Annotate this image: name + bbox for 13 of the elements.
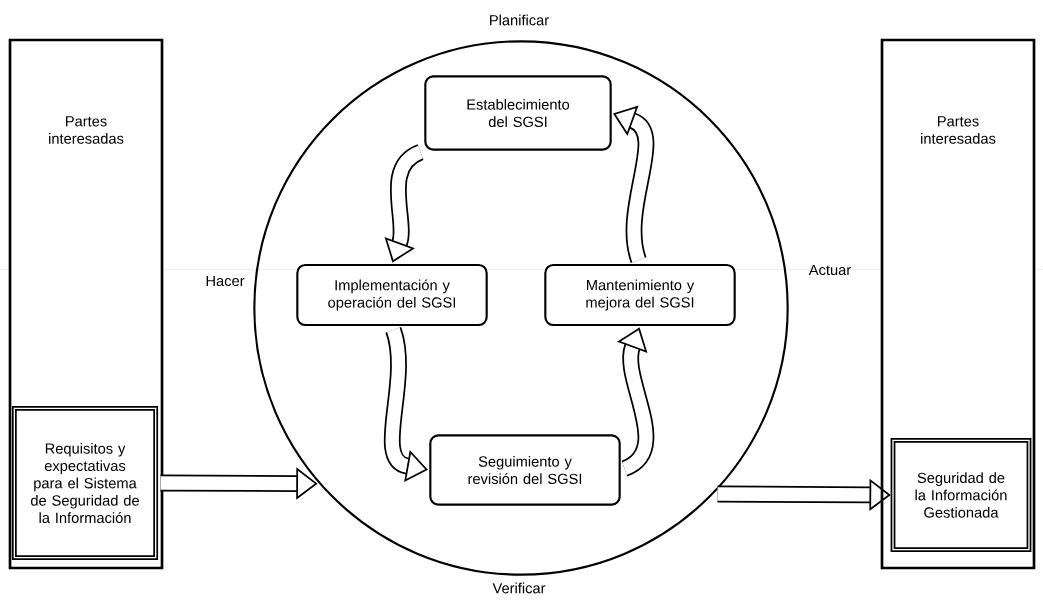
phase-label: Verificar (492, 582, 546, 594)
block-arrow (383, 327, 428, 482)
text-box: Requisitos y expectativas para el Sistema de Seguridad de la Información (11, 405, 159, 561)
process-box: Implementación y operación del SGSI (296, 263, 488, 327)
cycle-circle (253, 40, 789, 576)
text-box: Seguridad de la Información Gestionada (890, 437, 1032, 553)
phase-label: Planificar (490, 14, 549, 26)
block-arrow (617, 327, 655, 477)
phase-label: Hacer (206, 275, 245, 287)
phase-label: Actuar (808, 264, 851, 276)
process-box: Seguimiento y revisión del SGSI (429, 434, 621, 506)
process-box: Establecimiento del SGSI (424, 75, 612, 151)
process-box: Mantenimiento y mejora del SGSI (544, 263, 736, 327)
